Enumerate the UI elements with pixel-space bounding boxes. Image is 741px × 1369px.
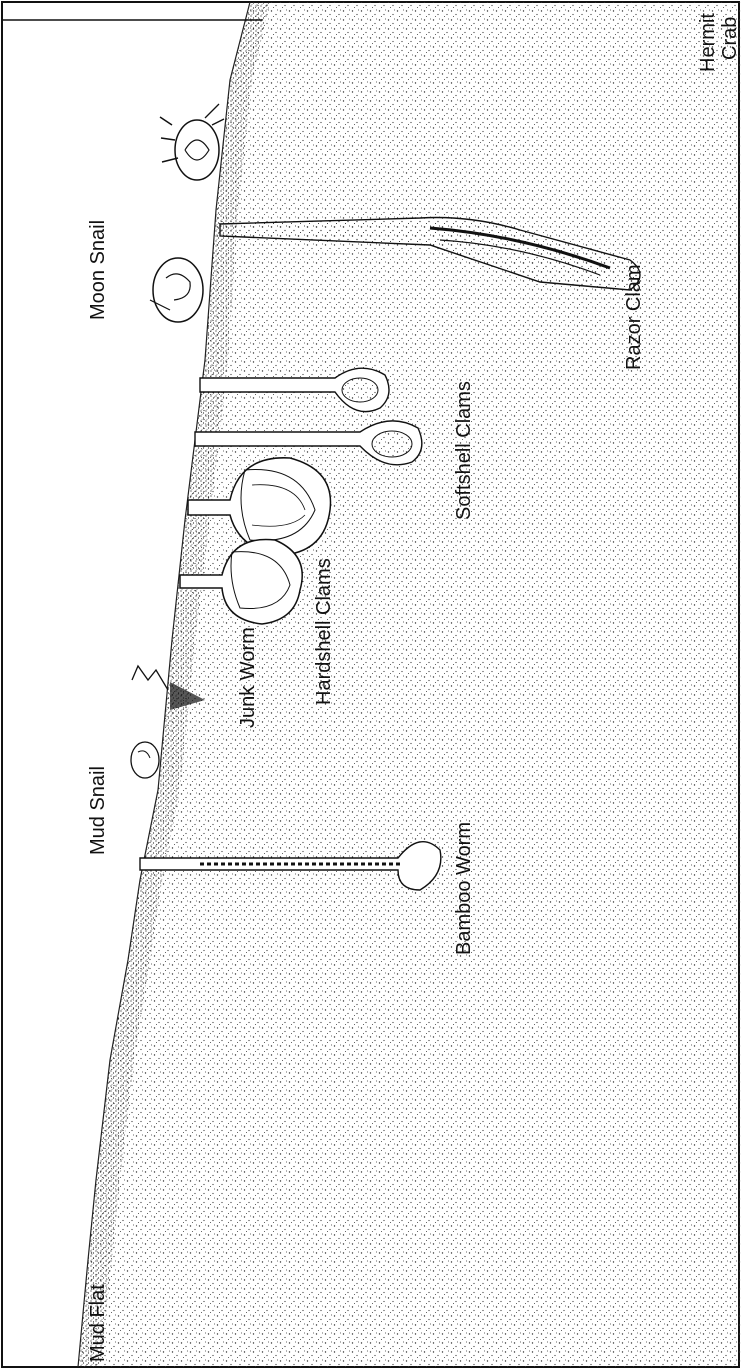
mud-snail-illustration (131, 742, 159, 778)
label-hermit-crab-1: Hermit (697, 13, 719, 72)
label-mud-flat: Mud Flat (87, 1284, 109, 1362)
label-hermit-crab-2: Crab (719, 17, 741, 60)
label-bamboo-worm: Bamboo Worm (453, 822, 475, 955)
label-mud-snail: Mud Snail (87, 766, 109, 855)
label-hardshell-clams: Hardshell Clams (313, 558, 335, 705)
moon-snail-illustration (150, 258, 203, 322)
hermit-crab-illustration (160, 104, 224, 180)
label-softshell-clams: Softshell Clams (453, 381, 475, 520)
label-junk-worm: Junk Worm (237, 627, 259, 728)
label-razor-clam: Razor Clam (623, 264, 645, 370)
label-moon-snail: Moon Snail (87, 220, 109, 320)
